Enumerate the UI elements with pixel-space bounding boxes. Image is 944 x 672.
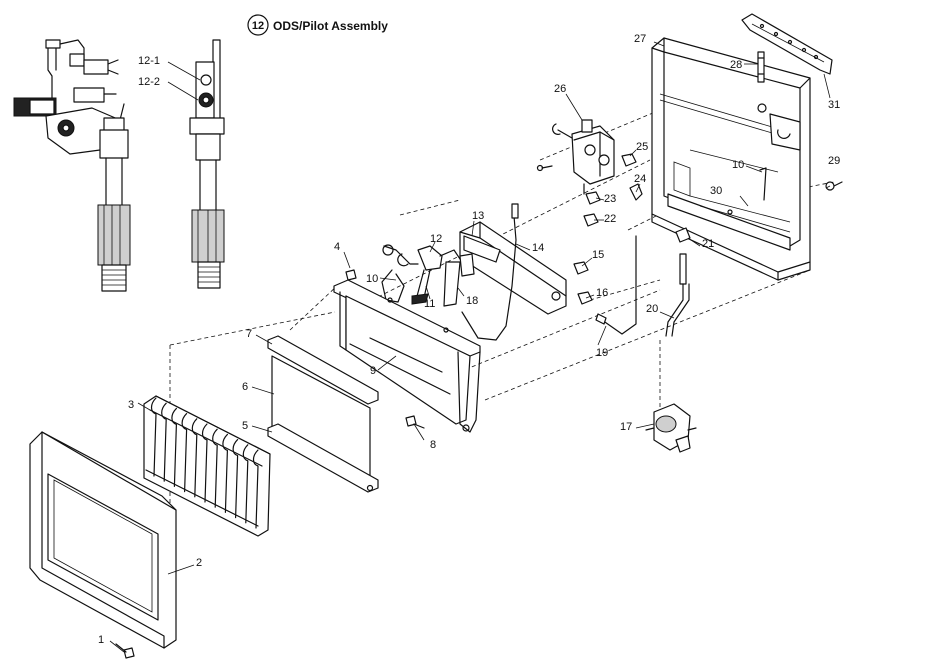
part-29-screw (825, 181, 843, 191)
label-part-21: 21 (702, 238, 714, 250)
label-part-12-2: 12-2 (138, 76, 160, 88)
part-21-fitting (675, 227, 691, 243)
grill-fin (191, 418, 198, 498)
label-part-25: 25 (636, 141, 648, 153)
label-part-6: 6 (242, 381, 248, 393)
grill-fin (252, 449, 259, 529)
label-part-15: 15 (592, 249, 604, 261)
label-part-12-1: 12-1 (138, 55, 160, 67)
part-22-nut (583, 213, 599, 227)
part-2-front-panel (29, 431, 177, 649)
part-31-bracket (741, 13, 833, 75)
part-9-burner-box (333, 279, 481, 433)
label-part-18: 18 (466, 295, 478, 307)
label-part-29: 29 (828, 155, 840, 167)
ods-pilot-assembly-side-view (13, 39, 131, 292)
diagram-title: 12 ODS/Pilot Assembly (247, 14, 388, 36)
label-part-11: 11 (424, 298, 435, 310)
part-17-regulator (645, 403, 697, 453)
part-28-pin (757, 51, 765, 83)
part-1-screw (115, 643, 135, 659)
label-part-1: 1 (98, 634, 104, 646)
part-16-nut (577, 291, 593, 305)
part-19-tube (595, 235, 637, 335)
label-part-10-a: 10 (366, 273, 378, 285)
label-part-19: 19 (596, 347, 608, 359)
label-part-31: 31 (828, 99, 840, 111)
part-12-pilot (411, 245, 475, 307)
label-part-10-b: 10 (732, 159, 744, 171)
part-7-upper-rail (267, 335, 379, 405)
part-10-wire (381, 244, 419, 303)
label-part-7: 7 (246, 328, 252, 340)
label-part-9: 9 (370, 365, 376, 377)
label-part-27: 27 (634, 33, 646, 45)
grill-fin (181, 413, 188, 493)
leader-lines (109, 41, 831, 653)
grill-fin (212, 428, 218, 508)
label-part-13: 13 (472, 210, 484, 222)
grill-fin (232, 439, 239, 519)
ods-pilot-assembly-front-view (167, 39, 225, 289)
label-part-5: 5 (242, 420, 248, 432)
label-part-22: 22 (604, 213, 616, 225)
label-part-3: 3 (128, 399, 134, 411)
part-25-fitting (621, 153, 637, 167)
part-14-thermocouple (461, 203, 519, 341)
grill-fin (150, 397, 157, 477)
label-part-2: 2 (196, 557, 202, 569)
grill-fin (171, 407, 177, 487)
grill-fin (161, 402, 167, 482)
back-cabinet (651, 37, 811, 281)
title-number-circle (247, 14, 269, 36)
part-4-screw (345, 269, 357, 281)
label-part-8: 8 (430, 439, 436, 451)
grill-fin (242, 444, 249, 524)
label-part-12: 12 (430, 233, 442, 245)
label-part-28: 28 (730, 59, 742, 71)
label-part-23: 23 (604, 193, 616, 205)
grill-fin (201, 423, 208, 503)
title-number: 12 (252, 20, 264, 32)
title-text: ODS/Pilot Assembly (273, 19, 388, 33)
part-23-nut (585, 191, 601, 205)
part-15-nut (573, 261, 589, 275)
part-20-pipe (665, 253, 690, 337)
label-part-16: 16 (596, 287, 608, 299)
gas-valve-assembly (536, 119, 615, 195)
label-part-24: 24 (634, 173, 646, 185)
label-part-17: 17 (620, 421, 632, 433)
label-part-26: 26 (554, 83, 566, 95)
part-5-lower-rail (267, 423, 379, 493)
label-part-20: 20 (646, 303, 658, 315)
part-3-grill (143, 395, 271, 537)
grill-fin (222, 433, 228, 513)
part-8-screw (405, 415, 425, 429)
label-part-4: 4 (334, 241, 340, 253)
label-part-30: 30 (710, 185, 722, 197)
part-labels: 1 2 3 4 5 6 7 8 9 10 10 11 12 12-1 12-2 … (98, 33, 840, 646)
label-part-14: 14 (532, 242, 544, 254)
